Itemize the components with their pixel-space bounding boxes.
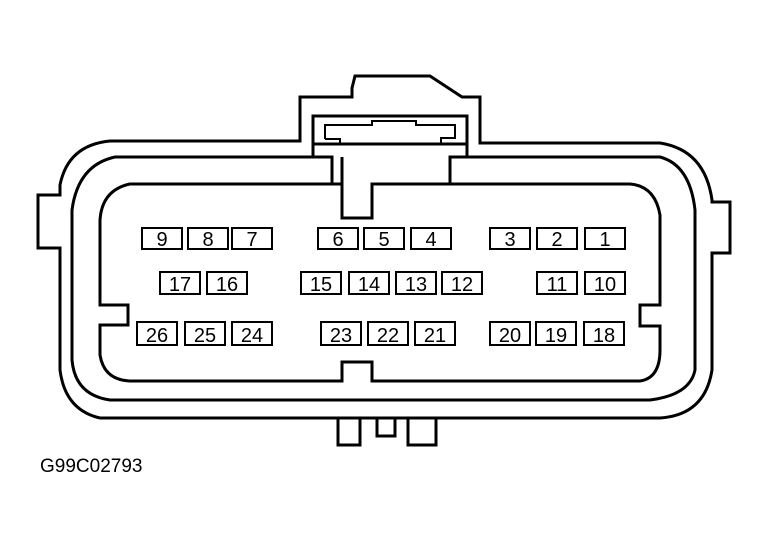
pin-26: 26 <box>136 321 178 347</box>
pin-cavity <box>489 227 531 250</box>
pin-cavity <box>583 321 625 346</box>
pin-cavity <box>536 227 578 250</box>
pin-cavity <box>320 321 362 346</box>
pin-cavity <box>367 321 409 346</box>
pin-number: 18 <box>593 325 615 347</box>
pin-number: 4 <box>425 229 436 251</box>
pin-cavity <box>395 271 437 295</box>
pin-cavity <box>317 227 359 250</box>
pin-number: 6 <box>332 229 343 251</box>
pin-number: 3 <box>504 229 515 251</box>
pin-number: 16 <box>216 274 238 296</box>
pin-cavity <box>536 271 578 295</box>
pin-7: 7 <box>231 227 273 251</box>
pin-17: 17 <box>159 271 201 296</box>
pin-cavity <box>363 227 405 250</box>
pin-19: 19 <box>535 321 577 347</box>
pin-number: 25 <box>194 325 216 347</box>
pin-number: 1 <box>599 229 610 251</box>
figure-id-label: G99C02793 <box>40 456 143 477</box>
pin-24: 24 <box>231 321 273 347</box>
pin-15: 15 <box>300 271 342 296</box>
pin-11: 11 <box>536 271 578 296</box>
pin-3: 3 <box>489 227 531 251</box>
pin-number: 22 <box>377 325 399 347</box>
pin-8: 8 <box>187 227 229 251</box>
pin-cavity <box>231 227 273 250</box>
pin-cavity <box>141 227 183 250</box>
pin-cavity <box>136 321 178 346</box>
pin-cavity <box>231 321 273 346</box>
pin-number: 12 <box>451 274 473 296</box>
pin-cavity <box>441 271 483 295</box>
pin-2: 2 <box>536 227 578 251</box>
pin-cavity <box>535 321 577 346</box>
pin-cavity <box>159 271 201 295</box>
pin-number: 20 <box>499 325 521 347</box>
pin-number: 24 <box>241 325 263 347</box>
pin-cavity <box>414 321 456 346</box>
pin-number: 23 <box>330 325 352 347</box>
pin-number: 5 <box>378 229 389 251</box>
pin-cavity <box>187 227 229 250</box>
pin-cavity <box>206 271 248 295</box>
pin-16: 16 <box>206 271 248 296</box>
pin-21: 21 <box>414 321 456 347</box>
pin-number: 8 <box>202 229 213 251</box>
pin-10: 10 <box>584 271 626 296</box>
pin-cavity <box>410 227 452 250</box>
pin-1: 1 <box>584 227 626 251</box>
pin-cavity <box>348 271 390 295</box>
pin-number: 21 <box>424 325 446 347</box>
pin-cavity <box>584 271 626 295</box>
pin-12: 12 <box>441 271 483 296</box>
pin-cavity <box>584 227 626 250</box>
pin-number: 7 <box>246 229 257 251</box>
pin-6: 6 <box>317 227 359 251</box>
pin-number: 19 <box>545 325 567 347</box>
pin-5: 5 <box>363 227 405 251</box>
pin-25: 25 <box>184 321 226 347</box>
pin-23: 23 <box>320 321 362 347</box>
pin-number: 14 <box>358 274 380 296</box>
connector-housing <box>36 74 732 447</box>
pin-number: 17 <box>169 274 191 296</box>
pin-14: 14 <box>348 271 390 296</box>
pin-22: 22 <box>367 321 409 347</box>
pin-18: 18 <box>583 321 625 347</box>
pin-number: 2 <box>551 229 562 251</box>
pin-number: 15 <box>310 274 332 296</box>
pin-number: 9 <box>156 229 167 251</box>
pin-20: 20 <box>489 321 531 347</box>
pin-cavity <box>489 321 531 346</box>
pin-number: 26 <box>146 325 168 347</box>
pin-number: 11 <box>547 274 568 296</box>
pin-9: 9 <box>141 227 183 251</box>
pin-cavity <box>300 271 342 295</box>
pin-number: 13 <box>405 274 427 296</box>
pin-cavity <box>184 321 226 346</box>
pin-13: 13 <box>395 271 437 296</box>
pin-4: 4 <box>410 227 452 251</box>
pin-number: 10 <box>594 274 616 296</box>
